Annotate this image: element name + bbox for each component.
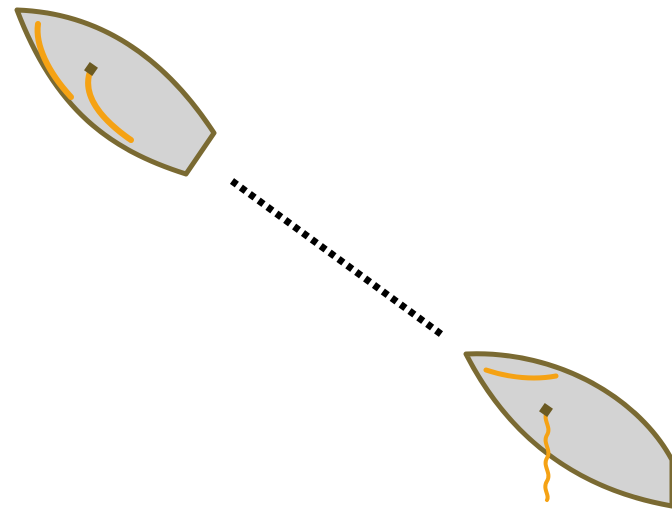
sailing-diagram bbox=[0, 0, 672, 511]
